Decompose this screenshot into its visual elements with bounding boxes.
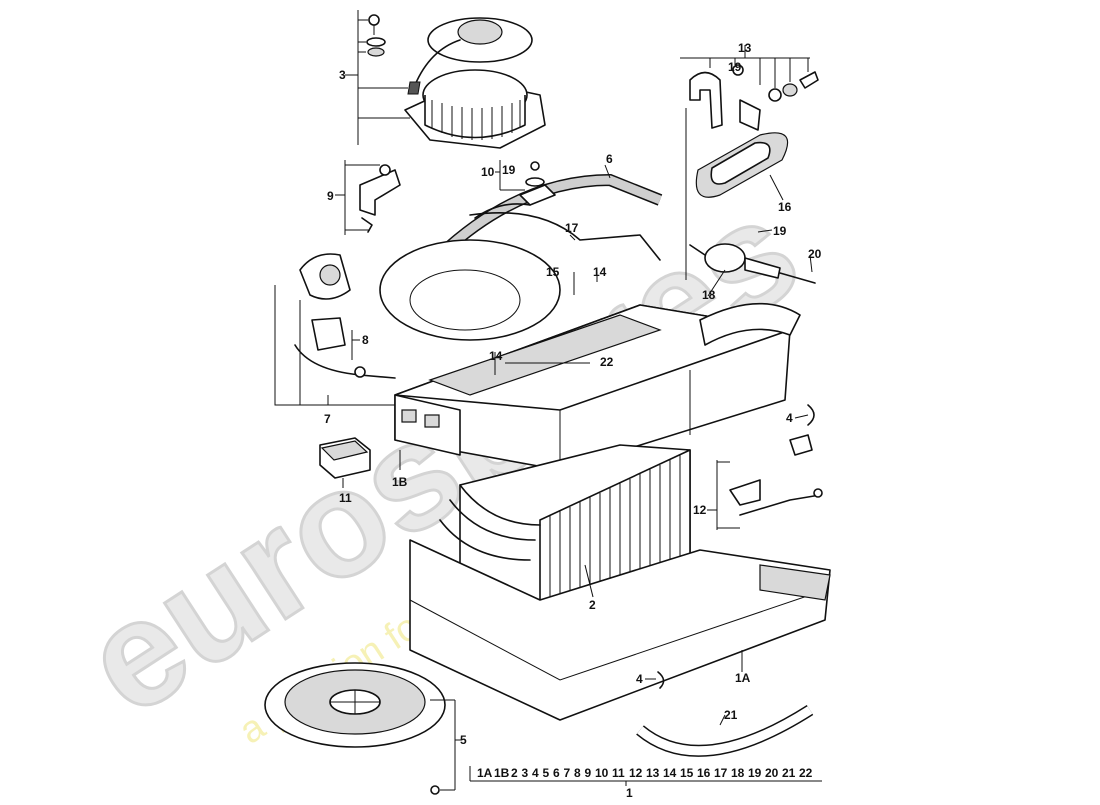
index-item: 3 [522, 766, 529, 780]
callout-4-upper: 4 [786, 411, 793, 425]
callout-6: 6 [606, 152, 613, 166]
index-item: 7 [564, 766, 571, 780]
callout-14-upper: 14 [593, 265, 607, 279]
callout-7: 7 [324, 412, 331, 426]
callout-4-lower: 4 [636, 672, 643, 686]
callout-3: 3 [339, 68, 346, 82]
callout-5: 5 [460, 733, 467, 747]
callout-15: 15 [546, 265, 560, 279]
callout-22: 22 [600, 355, 614, 369]
leader-lines [327, 45, 813, 726]
callout-14-lower: 14 [489, 349, 503, 363]
callout-8: 8 [362, 333, 369, 347]
fan-disc [264, 662, 446, 748]
index-item: 1B [494, 766, 510, 780]
index-item: 16 [697, 766, 711, 780]
bracket-12 [729, 479, 823, 516]
index-item: 21 [782, 766, 796, 780]
callout-1b: 1B [392, 475, 408, 489]
index-item: 14 [663, 766, 677, 780]
index-item: 20 [765, 766, 779, 780]
callout-13: 13 [738, 41, 752, 55]
vacuum-unit [689, 243, 816, 284]
hose-21 [636, 704, 814, 757]
filter-block [319, 437, 371, 479]
callout-19-side: 19 [773, 224, 787, 238]
index-item: 11 [612, 766, 625, 780]
callout-16: 16 [778, 200, 792, 214]
filter-element [695, 132, 789, 198]
index-item: 10 [595, 766, 609, 780]
callout-11: 11 [339, 491, 352, 505]
blower-hardware [366, 14, 386, 57]
lower-housing [409, 539, 831, 721]
callout-1: 1 [626, 786, 633, 800]
index-item: 8 [574, 766, 581, 780]
index-item: 18 [731, 766, 745, 780]
callout-19-bracket: 19 [502, 163, 516, 177]
callout-18: 18 [702, 288, 716, 302]
index-item: 12 [629, 766, 643, 780]
hose-and-cable [435, 173, 663, 261]
evaporator-core [439, 444, 691, 611]
index-item: 5 [543, 766, 550, 780]
index-item: 22 [799, 766, 813, 780]
index-item: 17 [714, 766, 728, 780]
index-item: 19 [748, 766, 762, 780]
upper-housing [379, 239, 801, 471]
index-item: 2 [511, 766, 518, 780]
small-bracket-10 [525, 161, 545, 187]
clip-part [657, 404, 815, 689]
blower-motor-part [404, 17, 546, 149]
callout-21: 21 [724, 708, 738, 722]
index-item: 13 [646, 766, 660, 780]
index-item: 6 [553, 766, 560, 780]
callout-9: 9 [327, 189, 334, 203]
index-item: 4 [532, 766, 539, 780]
callout-2: 2 [589, 598, 596, 612]
small-bracket-9 [359, 164, 401, 233]
callout-12: 12 [693, 503, 707, 517]
callout-1a: 1A [735, 671, 751, 685]
index-item: 15 [680, 766, 694, 780]
callout-17: 17 [565, 221, 579, 235]
index-item: 1A [477, 766, 493, 780]
callout-10: 10 [481, 165, 495, 179]
callout-19-top: 19 [728, 60, 742, 74]
callout-labels: 1 1A 1B 2 3 4 4 5 6 7 8 9 10 11 12 13 14… [324, 41, 822, 800]
actuator-part [294, 253, 396, 379]
bracket-hardware [680, 57, 819, 280]
index-item: 9 [585, 766, 592, 780]
callout-20: 20 [808, 247, 822, 261]
